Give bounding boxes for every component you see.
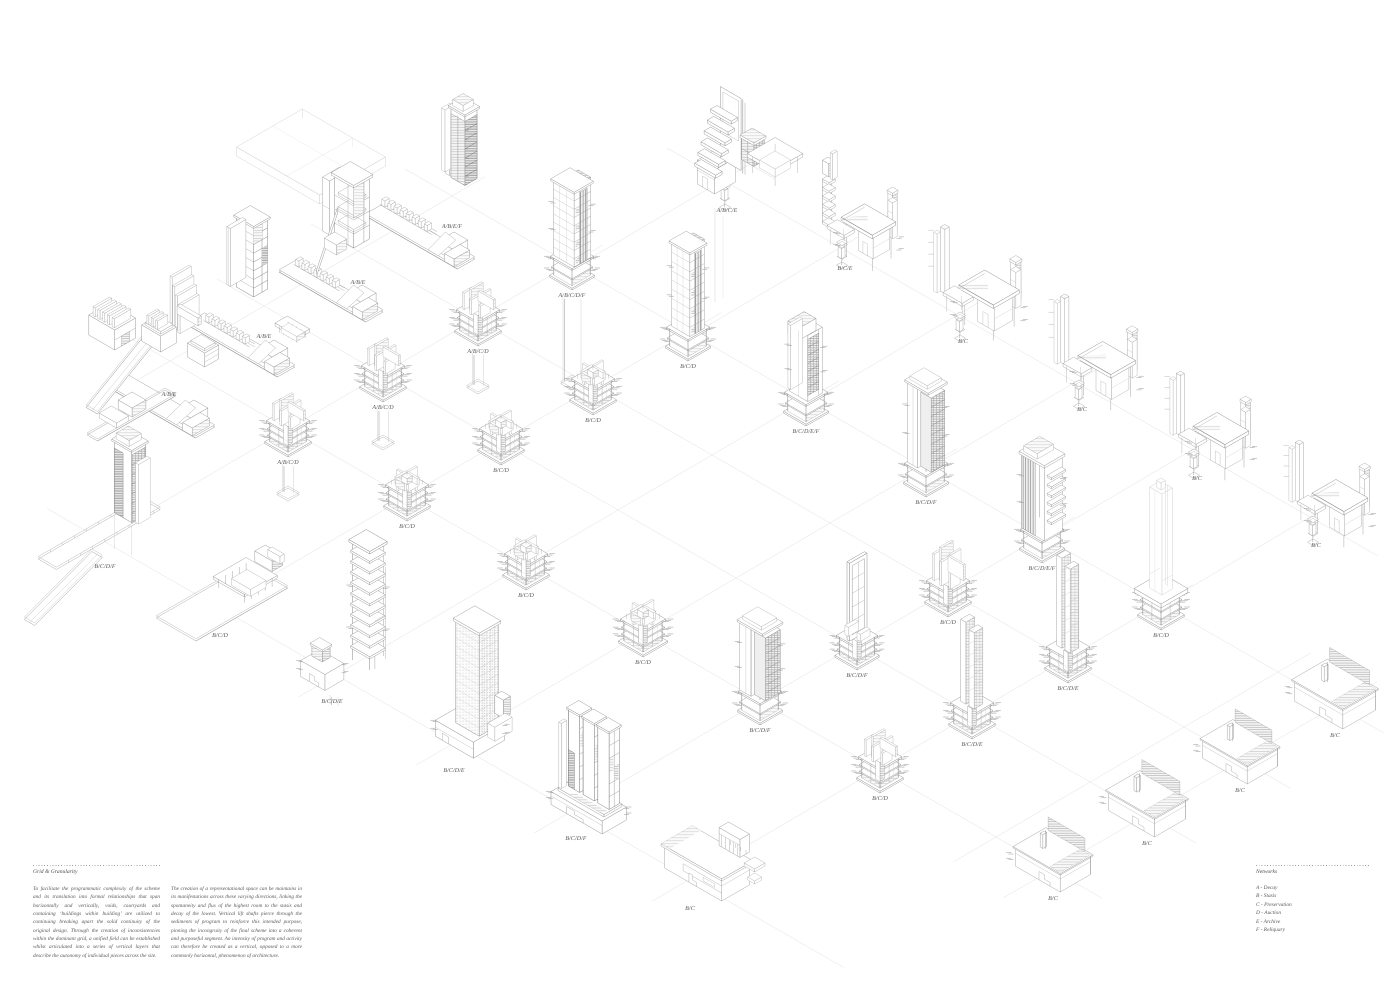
svg-text:B/C: B/C xyxy=(1235,788,1246,794)
svg-text:B/C/D: B/C/D xyxy=(212,633,228,639)
svg-text:B/C/D/E/F: B/C/D/E/F xyxy=(1029,566,1056,572)
svg-text:B/C/D: B/C/D xyxy=(518,593,534,599)
svg-text:B/C/D: B/C/D xyxy=(399,524,415,530)
svg-text:B/C: B/C xyxy=(1192,476,1203,482)
svg-text:B/C: B/C xyxy=(958,339,969,345)
svg-text:B/C/D/F: B/C/D/F xyxy=(749,728,771,734)
svg-text:B/C/D/E: B/C/D/E xyxy=(443,768,465,774)
svg-text:B/C/D: B/C/D xyxy=(635,660,651,666)
svg-text:A/B/C/E: A/B/C/E xyxy=(716,208,738,214)
svg-text:A/B/C/D: A/B/C/D xyxy=(276,460,299,466)
svg-text:B/C: B/C xyxy=(1077,407,1088,413)
svg-text:B/C: B/C xyxy=(1142,841,1153,847)
svg-text:B/C/D/E: B/C/D/E xyxy=(1057,686,1079,692)
svg-text:A/B/E: A/B/E xyxy=(256,334,272,340)
svg-text:B/C/D: B/C/D xyxy=(585,418,601,424)
svg-text:B/C/D/F: B/C/D/F xyxy=(94,564,116,570)
svg-text:A/B/E: A/B/E xyxy=(350,280,366,286)
svg-text:B/C/D: B/C/D xyxy=(940,620,956,626)
svg-text:B/C/D: B/C/D xyxy=(872,796,888,802)
svg-text:A/B/E/F: A/B/E/F xyxy=(441,224,463,230)
svg-text:B/C/D: B/C/D xyxy=(493,468,509,474)
svg-text:B/C/D/F: B/C/D/F xyxy=(915,500,937,506)
svg-text:B/C/D/E/F: B/C/D/E/F xyxy=(793,429,820,435)
svg-text:B/C/E: B/C/E xyxy=(837,266,852,272)
svg-text:A/B/E: A/B/E xyxy=(161,392,177,398)
svg-text:B/C/D/E: B/C/D/E xyxy=(321,699,343,705)
svg-text:A/B/C/D: A/B/C/D xyxy=(371,405,394,411)
svg-text:B/C/D/F: B/C/D/F xyxy=(846,673,868,679)
svg-text:B/C/D: B/C/D xyxy=(1153,633,1169,639)
svg-text:B/C/D/F: B/C/D/F xyxy=(565,836,587,842)
svg-text:B/C/D: B/C/D xyxy=(680,364,696,370)
svg-text:B/C: B/C xyxy=(685,906,696,912)
svg-text:A/B/C/D: A/B/C/D xyxy=(466,349,489,355)
svg-text:B/C/D/E: B/C/D/E xyxy=(961,742,983,748)
svg-text:A/B/C/D/F: A/B/C/D/F xyxy=(558,293,586,299)
svg-text:B/C: B/C xyxy=(1330,733,1341,739)
svg-text:B/C: B/C xyxy=(1311,543,1322,549)
svg-text:B/C: B/C xyxy=(1048,896,1059,902)
